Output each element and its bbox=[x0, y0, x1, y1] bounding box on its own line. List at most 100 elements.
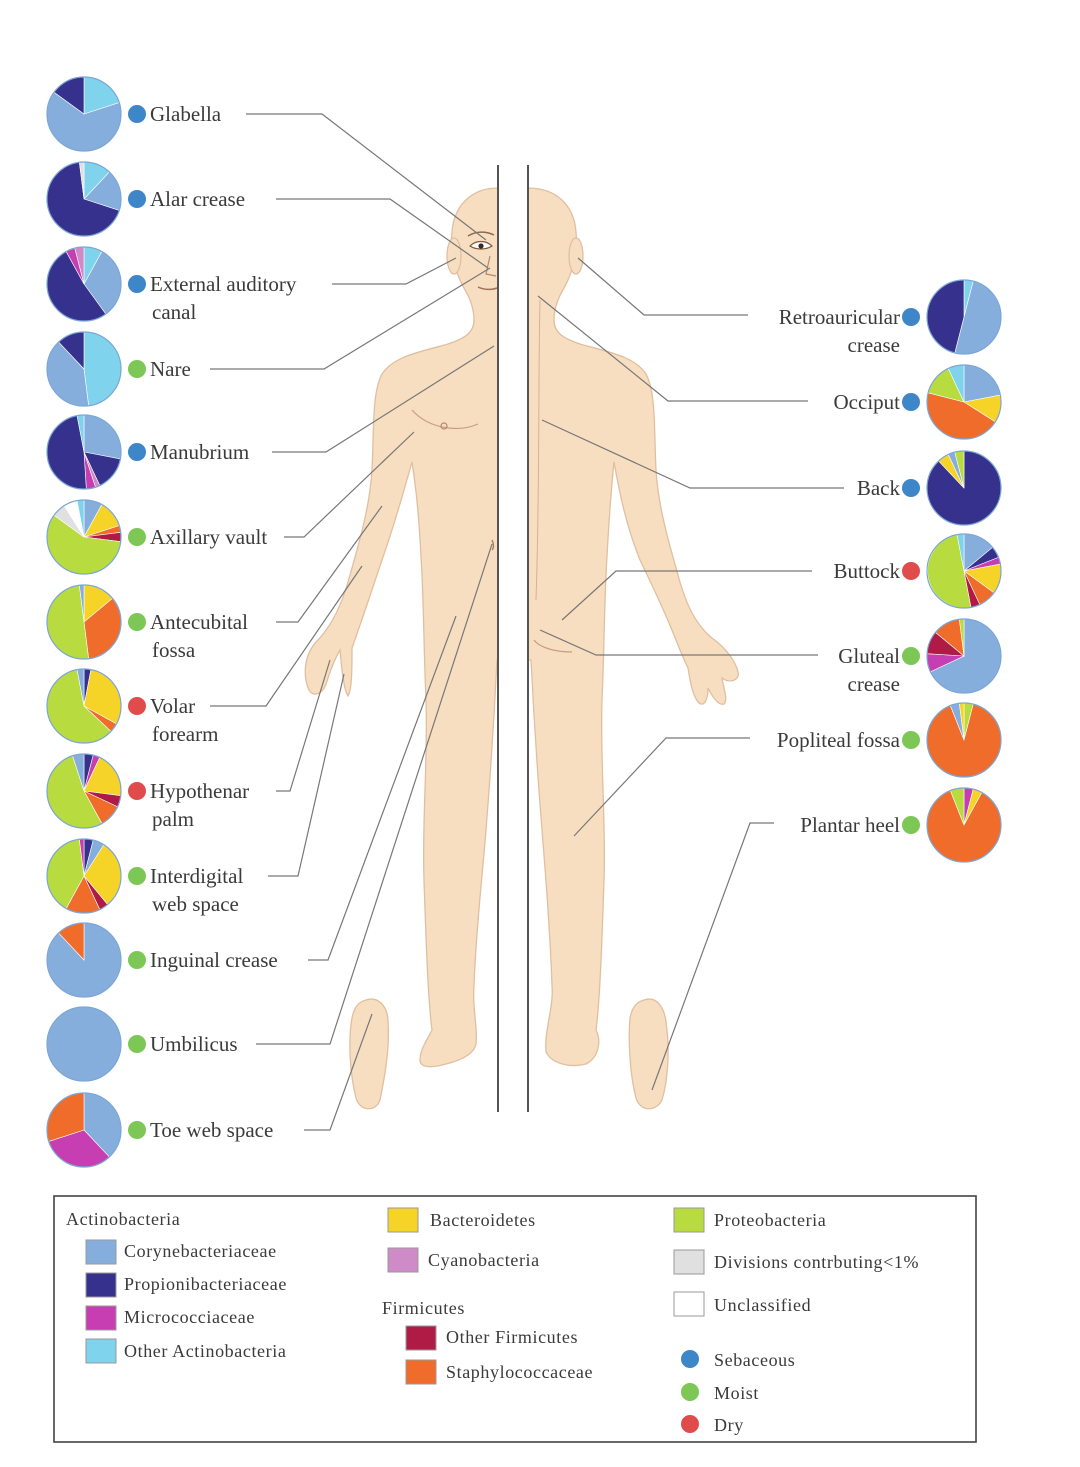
nipple bbox=[440, 422, 448, 430]
body-back-half bbox=[527, 187, 739, 1067]
site-external-auditory-canal: External auditory canal bbox=[46, 246, 297, 324]
site-label-umbilicus: Umbilicus bbox=[150, 1032, 238, 1056]
navel bbox=[491, 539, 495, 551]
body-figure bbox=[304, 165, 739, 1112]
legend-label-cyanobacteria: Cyanobacteria bbox=[428, 1250, 540, 1270]
nose bbox=[485, 255, 497, 277]
pie-inguinal-crease bbox=[46, 922, 122, 998]
pie-outline-popliteal-fossa bbox=[926, 702, 1002, 778]
legend-label-proteobacteria: Proteobacteria bbox=[714, 1210, 826, 1230]
legend-label-other-firmicutes: Other Firmicutes bbox=[446, 1327, 578, 1347]
site-label-nare: Nare bbox=[150, 357, 191, 381]
site-label-hypothenar-palm-line2: palm bbox=[152, 807, 194, 831]
leader-back bbox=[541, 419, 844, 489]
leader-toe-web-space bbox=[304, 1013, 373, 1131]
legend-label-micrococciaceae: Micrococciaceae bbox=[124, 1307, 255, 1327]
env-dot-interdigital-web-space bbox=[128, 867, 146, 885]
env-dot-plantar-heel bbox=[902, 816, 920, 834]
legend-swatch-other-actinobacteria bbox=[85, 1338, 117, 1364]
leader-volar-forearm bbox=[210, 565, 363, 707]
env-dot-nare bbox=[128, 360, 146, 378]
leader-lines bbox=[210, 113, 844, 1131]
legend-label-dry: Dry bbox=[714, 1415, 744, 1435]
env-dot-alar-crease bbox=[128, 190, 146, 208]
env-dot-occiput bbox=[902, 393, 920, 411]
site-manubrium: Manubrium bbox=[46, 414, 249, 490]
pie-outline-occiput bbox=[926, 364, 1002, 440]
leader-alar-crease bbox=[276, 198, 489, 269]
site-label-external-auditory-canal: External auditory bbox=[150, 272, 297, 296]
env-dot-back bbox=[902, 479, 920, 497]
site-label-alar-crease: Alar crease bbox=[150, 187, 245, 211]
site-label-buttock: Buttock bbox=[834, 559, 901, 583]
env-dot-buttock bbox=[902, 562, 920, 580]
foot-sole-left bbox=[349, 998, 390, 1110]
pie-slice-nare-other-actinobacteria bbox=[83, 331, 122, 407]
legend-label-moist: Moist bbox=[714, 1383, 759, 1403]
site-label-retroauricular-crease: Retroauricular bbox=[779, 305, 900, 329]
pie-antecubital-fossa bbox=[46, 584, 122, 660]
env-dot-toe-web-space bbox=[128, 1121, 146, 1139]
site-label-external-auditory-canal-line2: canal bbox=[152, 300, 196, 324]
pie-outline-axillary-vault bbox=[46, 499, 122, 575]
pie-outline-nare bbox=[46, 331, 122, 407]
pie-outline-toe-web-space bbox=[46, 1092, 122, 1168]
pie-outline-external-auditory-canal bbox=[46, 246, 122, 322]
pie-external-auditory-canal bbox=[46, 246, 122, 322]
site-alar-crease: Alar crease bbox=[46, 161, 245, 237]
pie-alar-crease bbox=[46, 161, 122, 237]
legend-dot-sebaceous bbox=[681, 1350, 699, 1368]
pie-outline-alar-crease bbox=[46, 161, 122, 237]
legend-label-bacteroidetes: Bacteroidetes bbox=[430, 1210, 536, 1230]
pie-nare bbox=[46, 331, 122, 407]
legend-swatch-propionibacteriaceae bbox=[85, 1272, 117, 1298]
pie-toe-web-space bbox=[46, 1092, 122, 1168]
legend-swatch-staphylococcaceae bbox=[405, 1359, 437, 1385]
pie-retroauricular-crease bbox=[926, 279, 1002, 355]
pie-interdigital-web-space bbox=[46, 838, 122, 914]
site-occiput: Occiput bbox=[834, 364, 1002, 440]
body-front-half bbox=[304, 187, 499, 1068]
pie-axillary-vault bbox=[46, 499, 122, 575]
legend-label-divisions: Divisions contrbuting<1% bbox=[714, 1252, 919, 1272]
site-label-interdigital-web-space-line2: web space bbox=[152, 892, 239, 916]
site-label-interdigital-web-space: Interdigital bbox=[150, 864, 243, 888]
site-label-gluteal-crease: Gluteal bbox=[838, 644, 900, 668]
pie-outline-inguinal-crease bbox=[46, 922, 122, 998]
legend-swatch-bacteroidetes bbox=[387, 1207, 419, 1233]
site-label-plantar-heel: Plantar heel bbox=[800, 813, 900, 837]
leader-retroauricular-crease bbox=[577, 257, 748, 316]
site-toe-web-space: Toe web space bbox=[46, 1092, 273, 1168]
pie-umbilicus bbox=[46, 1006, 122, 1082]
site-gluteal-crease: Gluteal crease bbox=[838, 618, 1002, 696]
legend-swatch-corynebacteriaceae bbox=[85, 1239, 117, 1265]
site-label-retroauricular-crease-line2: crease bbox=[848, 333, 900, 357]
site-label-back: Back bbox=[857, 476, 901, 500]
legend-label-propionibacteriaceae: Propionibacteriaceae bbox=[124, 1274, 287, 1294]
pie-plantar-heel bbox=[926, 787, 1002, 863]
env-dot-external-auditory-canal bbox=[128, 275, 146, 293]
legend-swatch-divisions bbox=[673, 1249, 705, 1275]
leader-plantar-heel bbox=[651, 822, 774, 1091]
site-nare: Nare bbox=[46, 331, 191, 407]
chest-line bbox=[411, 409, 479, 429]
legend-swatch-proteobacteria bbox=[673, 1207, 705, 1233]
legend-frame bbox=[53, 1195, 977, 1443]
pupil bbox=[478, 243, 484, 249]
pie-outline-buttock bbox=[926, 533, 1002, 609]
leader-antecubital-fossa bbox=[276, 505, 383, 623]
pie-outline-hypothenar-palm bbox=[46, 753, 122, 829]
env-dot-retroauricular-crease bbox=[902, 308, 920, 326]
pie-outline-volar-forearm bbox=[46, 668, 122, 744]
site-label-antecubital-fossa-line2: fossa bbox=[152, 638, 196, 662]
mouth bbox=[477, 286, 498, 291]
leader-gluteal-crease bbox=[539, 629, 818, 656]
site-label-inguinal-crease: Inguinal crease bbox=[150, 948, 278, 972]
site-label-axillary-vault: Axillary vault bbox=[150, 525, 267, 549]
site-label-gluteal-crease-line2: crease bbox=[848, 672, 900, 696]
leader-occiput bbox=[537, 295, 808, 402]
legend: Actinobacteria Corynebacteriaceae Propio… bbox=[53, 1195, 977, 1443]
site-glabella: Glabella bbox=[46, 76, 222, 152]
leader-hypothenar-palm bbox=[276, 659, 331, 792]
